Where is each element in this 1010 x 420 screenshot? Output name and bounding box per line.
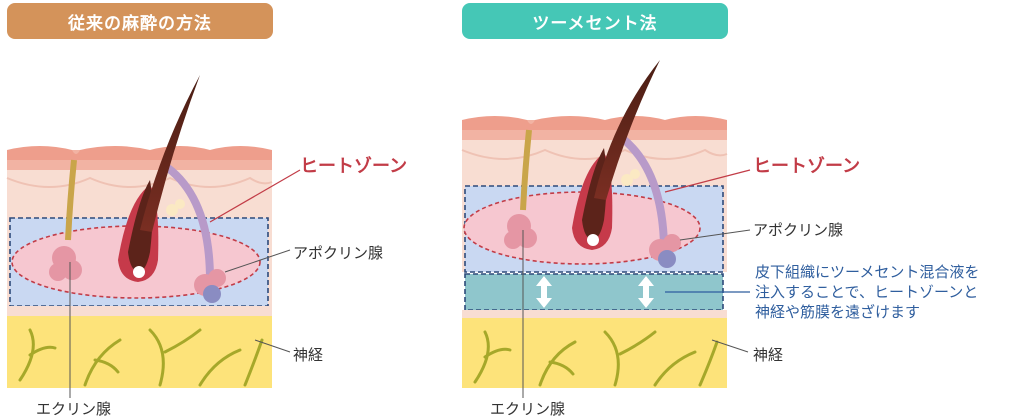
right-panel-title: ツーメセント法 <box>462 3 728 39</box>
right-skin-diagram <box>461 60 751 398</box>
right-fat-layer <box>462 318 727 388</box>
left-skin-diagram <box>6 75 301 398</box>
right-eccrine-label: エクリン腺 <box>490 400 566 418</box>
note-line-1: 皮下組織にツーメセント混合液を <box>755 263 980 281</box>
right-nerve-label: 神経 <box>753 346 784 364</box>
left-apocrine-label: アポクリン腺 <box>293 244 384 262</box>
left-eccrine-label: エクリン腺 <box>36 400 112 418</box>
left-nerve-label: 神経 <box>293 346 324 364</box>
note-line-3: 神経や筋膜を遠ざけます <box>755 303 921 321</box>
expand-arrows <box>536 276 654 308</box>
right-heat-zone-label: ヒートゾーン <box>753 156 861 177</box>
left-fat-layer <box>7 316 272 388</box>
tumescent-explanation: 皮下組織にツーメセント混合液を 注入することで、ヒートゾーンと 神経や筋膜を遠ざ… <box>755 262 979 322</box>
note-line-2: 注入することで、ヒートゾーンと <box>755 283 979 301</box>
left-heat-zone-label: ヒートゾーン <box>300 156 408 177</box>
left-panel-title: 従来の麻酔の方法 <box>7 3 273 39</box>
right-apocrine-label: アポクリン腺 <box>753 221 844 239</box>
